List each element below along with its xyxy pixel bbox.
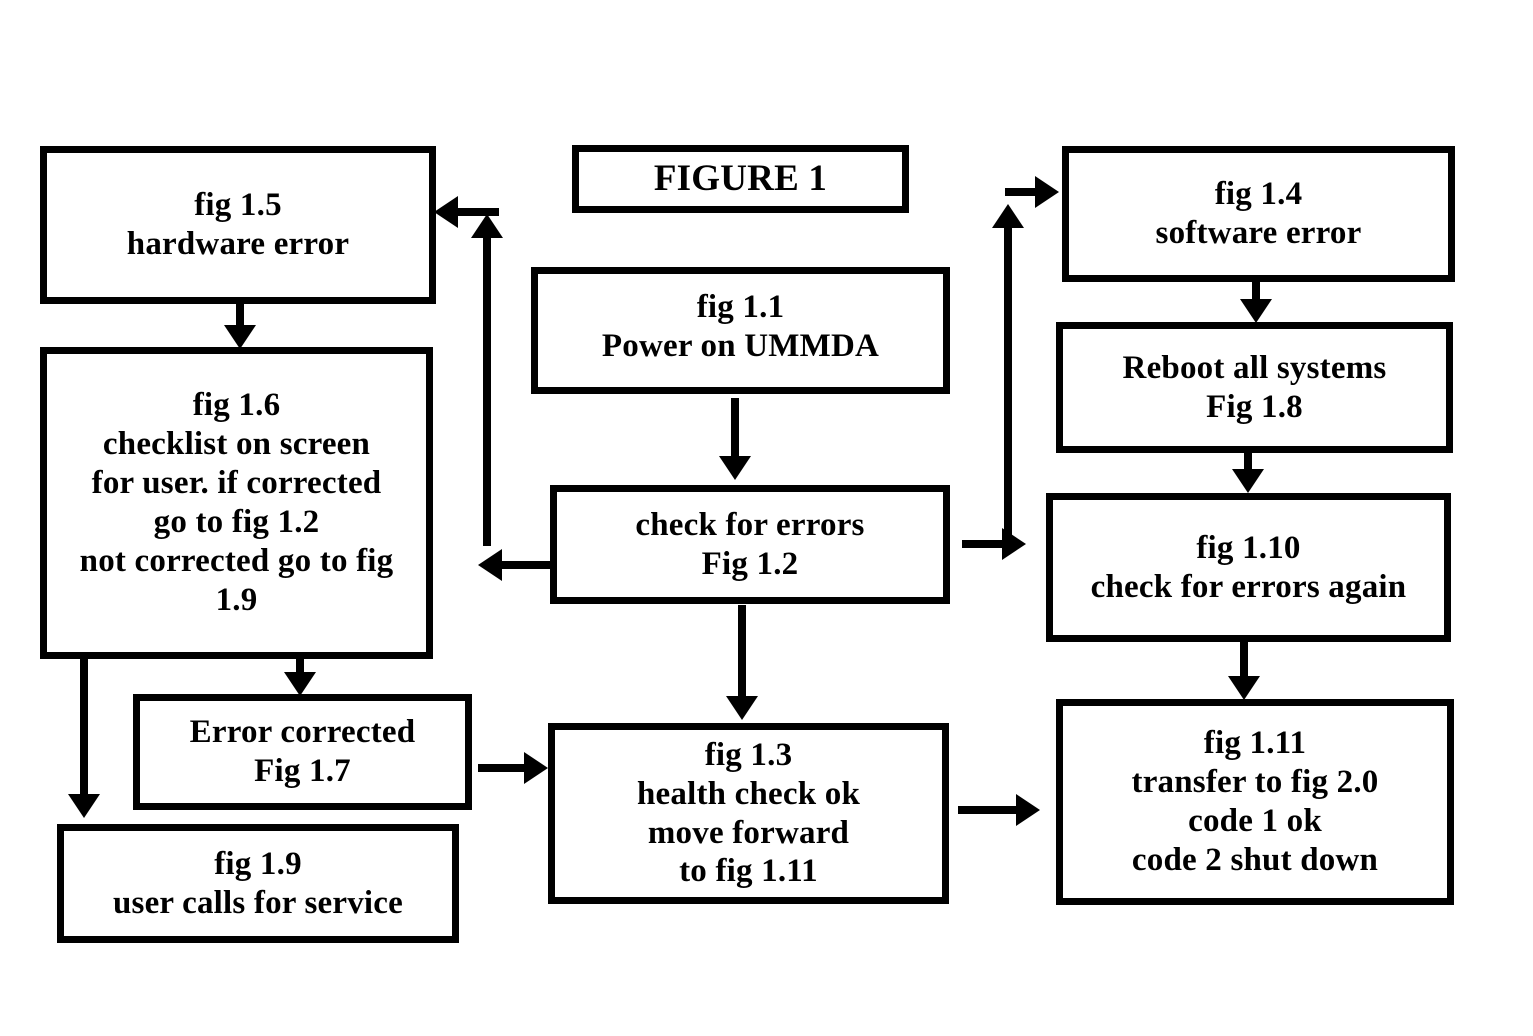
arrowhead-down-icon-fig-1-2 [719, 456, 751, 480]
connector-fig-1-2-to-fig-1-6-line [500, 561, 550, 569]
arrowhead-up-icon-fig-1-4-riser [992, 204, 1024, 228]
arrowhead-up-icon-fig-1-5-riser [471, 214, 503, 238]
node-fig-1-4[interactable]: fig 1.4 software error [1062, 146, 1455, 282]
connector-fig-1-6-to-fig-1-9-line [80, 658, 88, 798]
node-fig-1-2-label: check for errors Fig 1.2 [635, 506, 865, 582]
node-fig-1-1-label: fig 1.1 Power on UMMDA [601, 289, 880, 364]
arrowhead-down-icon-fig-1-9 [68, 794, 100, 818]
arrowhead-down-icon-fig-1-6 [224, 325, 256, 349]
arrowhead-down-icon-fig-1-7 [284, 672, 316, 696]
connector-into-fig-1-4-line [1005, 188, 1039, 196]
node-fig-1-8-label: Reboot all systems Fig 1.8 [1122, 349, 1387, 425]
connector-fig-1-2-to-fig-1-3-line [738, 605, 746, 700]
connector-fig-1-6-to-fig-1-7-line [296, 658, 304, 678]
node-fig-1-6-label: fig 1.6 checklist on screen for user. if… [79, 387, 394, 618]
arrowhead-right-icon-fig-1-4 [1035, 176, 1059, 208]
node-fig-1-10-label: fig 1.10 check for errors again [1090, 529, 1407, 605]
node-fig-1-11-label: fig 1.11 transfer to fig 2.0 code 1 ok c… [1131, 725, 1379, 878]
arrowhead-right-icon-fig-1-3-left [524, 752, 548, 784]
node-fig-1-9[interactable]: fig 1.9 user calls for service [57, 824, 459, 943]
node-fig-1-3-label: fig 1.3 health check ok move forward to … [636, 736, 860, 890]
arrowhead-left-icon-fig-1-5 [434, 196, 458, 228]
connector-fig-1-10-to-fig-1-11-line [1240, 641, 1248, 679]
node-fig-1-5-label: fig 1.5 hardware error [126, 187, 350, 262]
connector-fig-1-1-to-fig-1-2-line [731, 398, 739, 460]
node-figure-title-label: FIGURE 1 [653, 158, 828, 200]
node-fig-1-3[interactable]: fig 1.3 health check ok move forward to … [548, 723, 949, 904]
connector-fig-1-5-to-fig-1-6-line [236, 303, 244, 331]
node-fig-1-5[interactable]: fig 1.5 hardware error [40, 146, 436, 304]
arrowhead-left-icon-fig-1-6 [478, 549, 502, 581]
connector-fig-1-2-to-fig-1-5-riser [483, 236, 491, 546]
arrowhead-right-icon-fig-1-11 [1016, 794, 1040, 826]
node-fig-1-9-label: fig 1.9 user calls for service [112, 845, 403, 921]
connector-fig-1-8-to-fig-1-10-line [1244, 453, 1252, 475]
node-fig-1-8[interactable]: Reboot all systems Fig 1.8 [1056, 322, 1453, 453]
connector-into-fig-1-5-line [455, 208, 499, 216]
node-fig-1-11[interactable]: fig 1.11 transfer to fig 2.0 code 1 ok c… [1056, 699, 1454, 905]
node-fig-1-10[interactable]: fig 1.10 check for errors again [1046, 493, 1451, 642]
node-fig-1-1[interactable]: fig 1.1 Power on UMMDA [531, 267, 950, 394]
connector-fig-1-7-to-fig-1-3-line [478, 764, 526, 772]
arrowhead-down-icon-fig-1-10 [1232, 469, 1264, 493]
connector-fig-1-3-to-fig-1-11-line [958, 806, 1020, 814]
connector-fig-1-4-to-fig-1-8-line [1252, 281, 1260, 303]
node-fig-1-7-label: Error corrected Fig 1.7 [189, 714, 416, 789]
node-fig-1-6[interactable]: fig 1.6 checklist on screen for user. if… [40, 347, 433, 659]
connector-fig-1-2-to-fig-1-4-stub [962, 540, 1006, 548]
arrowhead-down-icon-fig-1-8 [1240, 299, 1272, 323]
node-fig-1-4-label: fig 1.4 software error [1155, 176, 1362, 251]
node-figure-title: FIGURE 1 [572, 145, 909, 213]
node-fig-1-7[interactable]: Error corrected Fig 1.7 [133, 694, 472, 810]
arrowhead-down-icon-fig-1-3 [726, 696, 758, 720]
arrowhead-down-icon-fig-1-11 [1228, 676, 1260, 700]
node-fig-1-2[interactable]: check for errors Fig 1.2 [550, 485, 950, 604]
connector-fig-1-2-to-fig-1-4-riser [1004, 226, 1012, 544]
